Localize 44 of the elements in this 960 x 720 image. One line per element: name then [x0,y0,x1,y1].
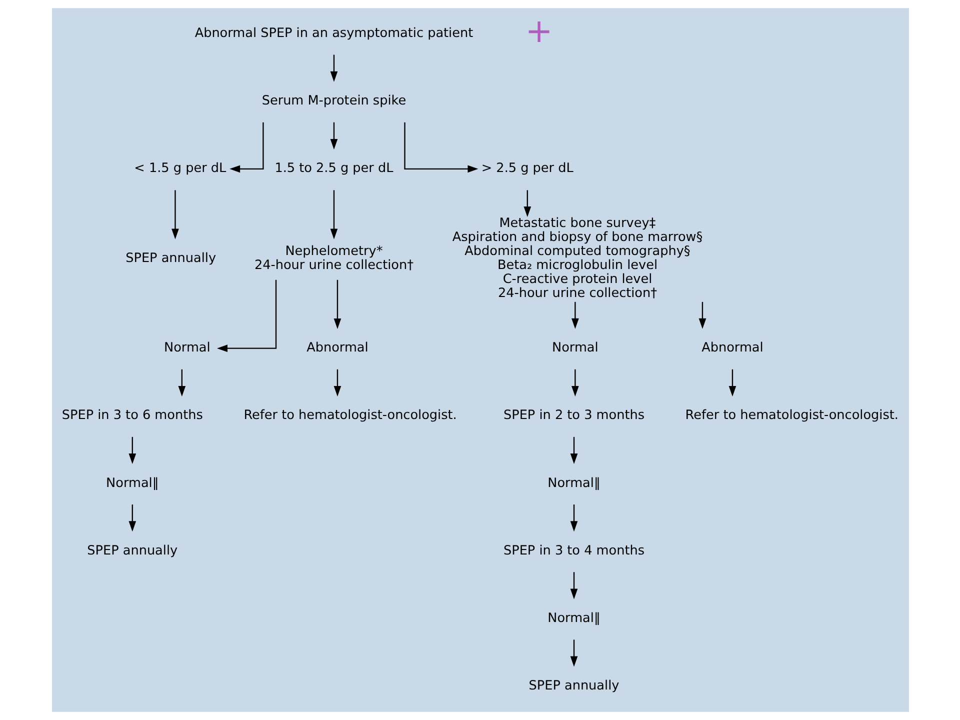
arrow [728,369,736,396]
arrow [216,280,276,352]
node-text: Normal‖ [547,476,600,491]
node-text: Abnormal [306,340,368,356]
arrow [229,122,264,173]
node-text: SPEP annually [528,678,619,694]
node-text: Normal‖ [106,476,158,491]
node-text: Metastatic bone survey‡ Aspiration and biopsy of bone marrow§ Abdominal computed tomography§ Beta₂ microglobulin level C-reactive protein level 24-hour urine collection† [452,216,702,301]
node-text: SPEP annually [125,250,216,266]
node-text: Refer to hematologist-oncologist. [684,408,898,424]
arrow [330,122,338,150]
node-text: SPEP in 3 to 6 months [61,408,202,424]
arrow [171,190,178,240]
node-text: < 1.5 g per dL [134,161,226,176]
node-text: Nephelometry* 24-hour urine collection† [254,244,414,273]
label: + [524,12,552,50]
node-text: Serum M-protein spike [261,94,406,109]
arrow [698,302,706,329]
arrow [570,436,578,464]
arrow [128,504,136,532]
node-text: SPEP in 2 to 3 months [503,408,644,424]
node-text: SPEP in 3 to 4 months [503,543,644,558]
arrow [330,54,338,82]
arrow [333,280,341,329]
arrow [404,122,478,173]
node-text: Normal [164,340,210,356]
arrow [523,190,531,218]
node-text: 1.5 to 2.5 g per dL [274,161,393,176]
node-text: Abnormal SPEP in an asymptomatic patient [194,26,473,42]
node-text: > 2.5 g per dL [480,161,573,176]
arrow [333,369,341,396]
node-text: Abnormal [701,340,763,356]
arrow [128,436,136,464]
node-text: SPEP annually [86,543,178,558]
arrow [571,302,578,329]
node-text: Normal [552,340,598,356]
arrow [178,369,186,396]
arrow [570,640,578,667]
arrow [330,190,338,240]
arrow [571,369,578,396]
node-text: Refer to hematologist-oncologist. [243,408,456,424]
arrow [570,572,578,600]
node-text: Normal‖ [547,610,600,626]
arrow [570,504,578,532]
